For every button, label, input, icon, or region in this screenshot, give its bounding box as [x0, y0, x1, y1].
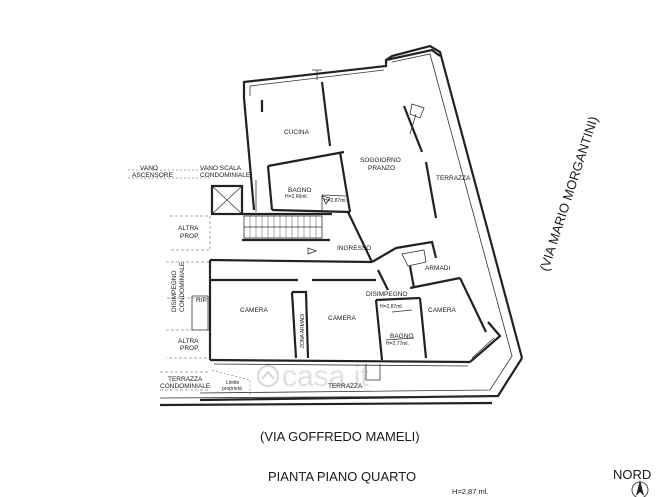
- ceiling-height: H=2,87 ml.: [452, 487, 488, 496]
- label-altra-prop-2b: PROP.: [180, 345, 200, 352]
- label-terrazza-cond-a: TERRAZZA: [168, 376, 203, 383]
- label-limite-b: proprietà: [222, 386, 242, 392]
- label-height-a: H=2,87ml.: [324, 198, 347, 204]
- label-vano-scala-a: VANO SCALA: [200, 165, 242, 172]
- outer-walls: [159, 44, 524, 407]
- label-altra-prop-2a: ALTRA: [178, 338, 199, 345]
- label-vano-scala-b: CONDOMINIALE: [200, 172, 251, 179]
- interior-walls: [209, 81, 487, 361]
- label-ingresso: INGRESSO: [337, 245, 371, 252]
- label-vano-ascensore-a: VANO: [140, 165, 158, 172]
- label-pranzo: PRANZO: [368, 165, 395, 172]
- label-armadi: ARMADI: [425, 265, 450, 272]
- north-label: NORD: [613, 467, 651, 482]
- street-label-bottom: (VIA GOFFREDO MAMELI): [260, 429, 420, 444]
- label-soggiorno: SOGGIORNO: [360, 157, 401, 164]
- label-cucina: CUCINA: [284, 129, 310, 136]
- street-label-right: (VIA MARIO MORGANTINI): [537, 114, 601, 273]
- entrance-arrow-icon: [307, 247, 318, 255]
- label-zona-armadi: ZONA ARMADI: [300, 314, 306, 348]
- stair-elevator-core: [210, 180, 332, 242]
- label-disimpegno-cond-b: CONDOMINIALE: [179, 261, 186, 312]
- label-limite-a: Limite: [226, 380, 240, 386]
- label-bagno-2-height: H=2,77ml.: [386, 341, 409, 347]
- label-altra-prop-1a: ALTRA: [178, 225, 199, 232]
- label-altra-prop-1b: PROP.: [180, 233, 200, 240]
- label-disimpegno-cond-a: DISIMPEGNO: [171, 270, 178, 312]
- label-terrazza-cond-b: CONDOMINIALE: [160, 383, 211, 390]
- label-disimpegno: DISIMPEGNO: [366, 291, 408, 298]
- plan-title: PIANTA PIANO QUARTO: [268, 469, 416, 484]
- label-camera-3: CAMERA: [428, 307, 456, 314]
- label-rip: RIP.: [196, 297, 208, 304]
- label-height-b: H=2,87ml.: [380, 304, 403, 310]
- label-bagno-2: BAGNO: [390, 333, 413, 340]
- misc-marks: [307, 69, 425, 255]
- label-bagno-1-height: H=2,66ml.: [285, 194, 308, 200]
- label-vano-ascensore-b: ASCENSORE: [132, 172, 173, 179]
- label-terrazza-bottom: TERRAZZA: [328, 383, 363, 390]
- north-arrow-icon: [631, 480, 649, 497]
- left-annex: [128, 169, 381, 400]
- label-camera-1: CAMERA: [240, 307, 268, 314]
- label-terrazza-right: TERRAZZA: [436, 175, 471, 182]
- label-bagno-1: BAGNO: [288, 187, 311, 194]
- label-camera-2: CAMERA: [328, 315, 356, 322]
- room-labels: CUCINA SOGGIORNO PRANZO TERRAZZA BAGNO H…: [132, 129, 471, 392]
